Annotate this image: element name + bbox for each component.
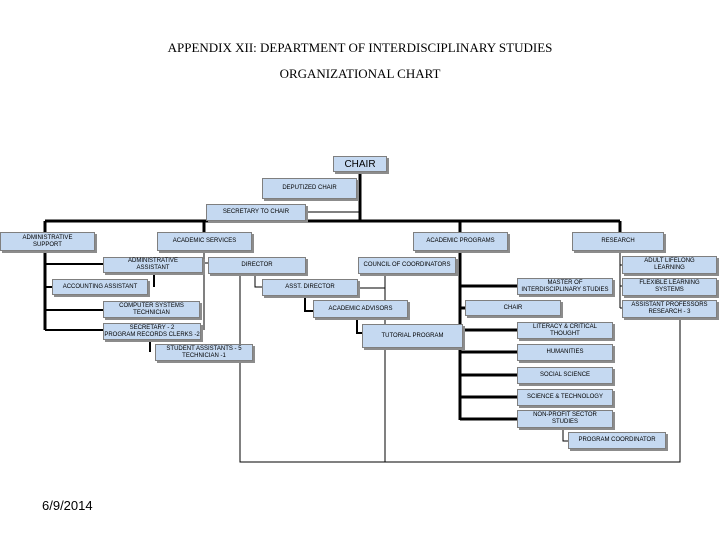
accounting-assistant-box: ACCOUNTING ASSISTANT bbox=[52, 279, 148, 295]
chair-box: CHAIR bbox=[333, 156, 387, 172]
director-box: DIRECTOR bbox=[208, 257, 306, 274]
computer-systems-technician-box: COMPUTER SYSTEMS TECHNICIAN bbox=[103, 301, 200, 318]
academic-advisors-box: ACADEMIC ADVISORS bbox=[313, 300, 408, 318]
student-assistants-box: STUDENT ASSISTANTS - 5 TECHNICIAN -1 bbox=[155, 344, 253, 361]
literacy-critical-thought-box: LITERACY & CRITICAL THOUGHT bbox=[517, 322, 613, 339]
assistant-professors-research-box: ASSISTANT PROFESSORS RESEARCH - 3 bbox=[622, 300, 717, 318]
humanities-box: HUMANITIES bbox=[517, 344, 613, 361]
chart-title: APPENDIX XII: DEPARTMENT OF INTERDISCIPL… bbox=[167, 40, 553, 55]
social-science-box: SOCIAL SCIENCE bbox=[517, 367, 613, 384]
chart-subtitle: ORGANIZATIONAL CHART bbox=[279, 66, 441, 81]
secretary-to-chair-box: SECRETARY TO CHAIR bbox=[206, 204, 306, 221]
flexible-learning-systems-box: FLEXIBLE LEARNING SYSTEMS bbox=[622, 278, 717, 296]
administrative-support-box: ADMINISTRATIVE SUPPORT bbox=[0, 232, 95, 251]
science-technology-box: SCIENCE & TECHNOLOGY bbox=[517, 389, 613, 406]
academic-programs-box: ACADEMIC PROGRAMS bbox=[413, 232, 508, 251]
administrative-assistant-box: ADMINISTRATIVE ASSISTANT bbox=[103, 257, 203, 273]
asst-director-box: ASST. DIRECTOR bbox=[262, 279, 358, 296]
secretary-records-clerks-box: SECRETARY - 2 PROGRAM RECORDS CLERKS -2 bbox=[103, 323, 201, 340]
academic-services-box: ACADEMIC SERVICES bbox=[157, 232, 252, 251]
research-box: RESEARCH bbox=[572, 232, 664, 251]
non-profit-sector-studies-box: NON-PROFIT SECTOR STUDIES bbox=[517, 410, 613, 428]
tutorial-program-box: TUTORIAL PROGRAM bbox=[362, 324, 463, 348]
master-of-interdisciplinary-studies-box: MASTER OF INTERDISCIPLINARY STUDIES bbox=[517, 278, 613, 295]
program-coordinator-box: PROGRAM COORDINATOR bbox=[568, 432, 666, 449]
date-footer: 6/9/2014 bbox=[42, 498, 93, 513]
program-chair-box: CHAIR bbox=[465, 300, 561, 316]
council-of-coordinators-box: COUNCIL OF COORDINATORS bbox=[358, 257, 456, 274]
deputized-chair-box: DEPUTIZED CHAIR bbox=[262, 178, 357, 199]
adult-lifelong-learning-box: ADULT LIFELONG LEARNING bbox=[622, 256, 717, 274]
